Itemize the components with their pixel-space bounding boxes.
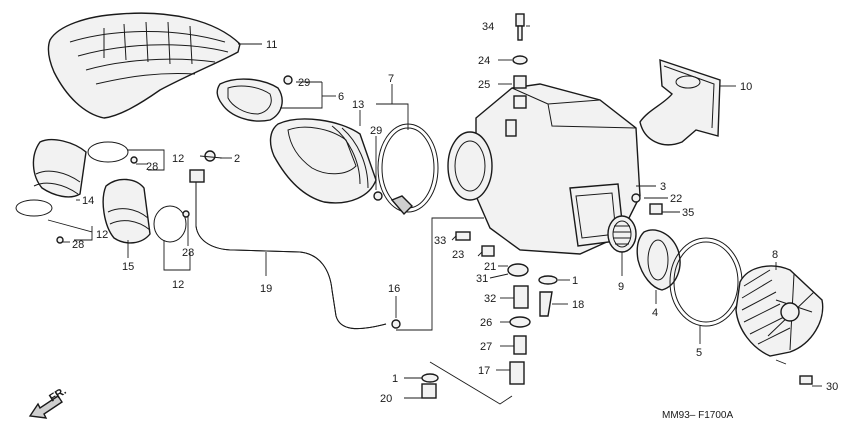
leader-lines	[47, 25, 822, 405]
callout-numbers: 11 29 6 7 13 29 34 24 25 10 3 22 35 2 12…	[72, 21, 838, 405]
callout-3: 3	[660, 181, 666, 193]
callout-1-right: 1	[572, 275, 578, 287]
callout-28-right: 28	[182, 247, 194, 259]
part-small-hardware	[56, 13, 813, 399]
callout-25: 25	[478, 79, 490, 91]
callout-6: 6	[338, 91, 344, 103]
part-tube-14	[15, 138, 87, 217]
callout-33: 33	[434, 235, 446, 247]
callout-12-upper: 12	[172, 153, 184, 165]
callout-12-bottom: 12	[172, 279, 184, 291]
drawing-code: MM93– F1700A	[662, 410, 733, 421]
callout-35: 35	[682, 207, 694, 219]
callout-28-upper: 28	[146, 161, 158, 173]
callout-11: 11	[266, 39, 277, 51]
callout-20: 20	[380, 393, 392, 405]
part-drain-assembly	[507, 263, 558, 385]
callout-24: 24	[478, 55, 490, 67]
callout-27: 27	[480, 341, 492, 353]
callout-29-mid: 29	[370, 125, 382, 137]
front-arrow-icon	[28, 395, 63, 419]
callout-15: 15	[122, 261, 134, 273]
callout-31: 31	[476, 273, 488, 285]
callout-4: 4	[652, 307, 658, 319]
callout-26: 26	[480, 317, 492, 329]
part-ring-4	[636, 229, 681, 291]
callout-1-left: 1	[392, 373, 398, 385]
callout-22: 22	[670, 193, 682, 205]
part-clamps-12	[87, 141, 187, 243]
callout-23: 23	[452, 249, 464, 261]
callout-32: 32	[484, 293, 496, 305]
part-o-ring-5	[669, 237, 743, 327]
callout-7: 7	[388, 73, 394, 85]
callout-10: 10	[740, 81, 752, 93]
part-clamp-band-7	[377, 123, 439, 216]
callout-17: 17	[478, 365, 490, 377]
callout-21: 21	[484, 261, 496, 273]
callout-5: 5	[696, 347, 702, 359]
callout-29-top: 29	[298, 77, 310, 89]
callout-9: 9	[618, 281, 624, 293]
part-intake-duct-13	[269, 118, 377, 204]
part-filter-element-8	[735, 265, 824, 357]
part-screen-9	[607, 215, 637, 253]
callout-28-left: 28	[72, 239, 84, 251]
front-direction-indicator: FR.	[28, 385, 69, 419]
callout-14: 14	[82, 195, 94, 207]
callout-34: 34	[482, 21, 494, 33]
part-seal-6	[216, 78, 283, 122]
callout-16: 16	[388, 283, 400, 295]
part-snorkel-10	[639, 59, 721, 146]
part-hose-19	[189, 169, 387, 330]
callout-30: 30	[826, 381, 838, 393]
part-tube-15	[102, 178, 151, 244]
callout-8: 8	[772, 249, 778, 261]
part-top-cover	[47, 12, 241, 119]
callout-13: 13	[352, 99, 364, 111]
callout-12-left: 12	[96, 229, 108, 241]
callout-18: 18	[572, 299, 584, 311]
callout-2: 2	[234, 153, 240, 165]
callout-19: 19	[260, 283, 272, 295]
